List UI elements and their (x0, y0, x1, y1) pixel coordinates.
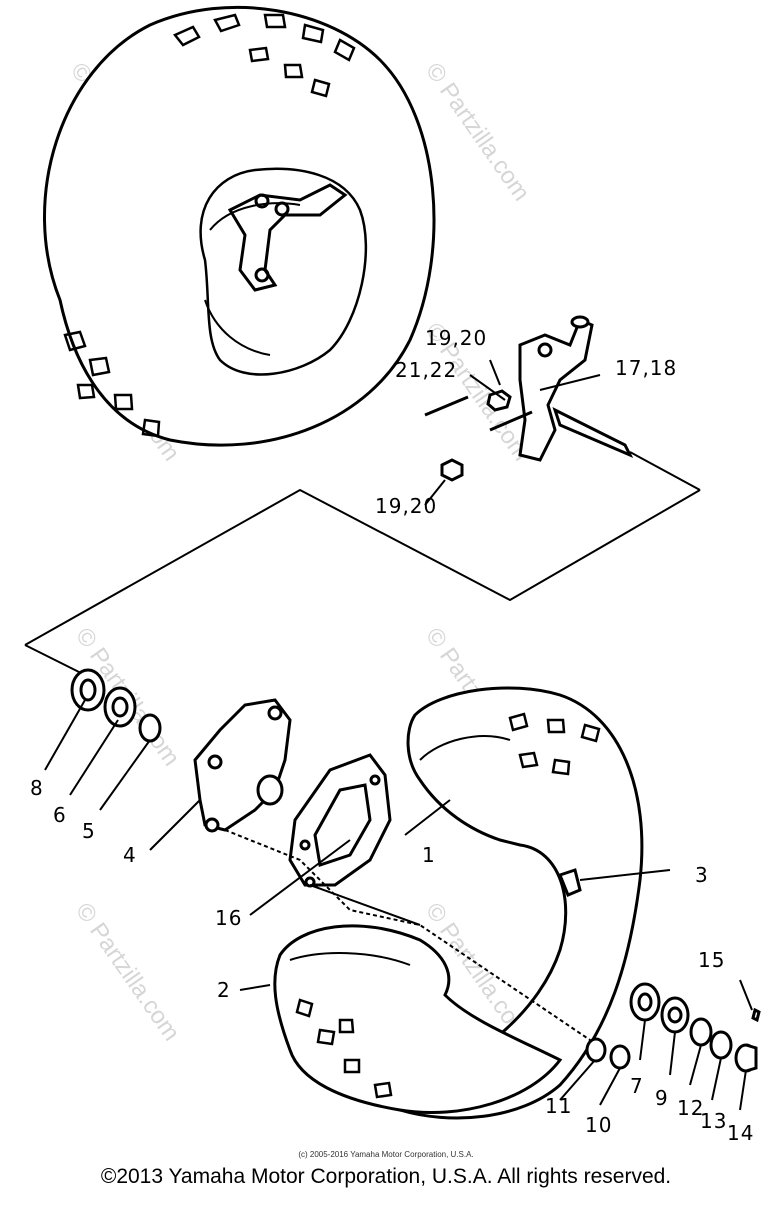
assembled-wheel (42, 5, 436, 447)
cotter-pins (424, 395, 533, 432)
rim-plate (288, 753, 392, 888)
callout-9: 9 (655, 1086, 669, 1110)
callout-1: 1 (422, 843, 436, 867)
valve-stem (558, 868, 582, 897)
steering-knuckle (518, 315, 634, 462)
callout-10: 10 (585, 1113, 612, 1137)
callout-15: 15 (698, 948, 725, 972)
callout-12: 12 (677, 1096, 704, 1120)
nut-10 (609, 1044, 631, 1070)
callout-11: 11 (545, 1094, 572, 1118)
callout-6: 6 (53, 803, 67, 827)
tire-outer-half (397, 686, 644, 1120)
callout-19-20-bottom: 19,20 (375, 494, 437, 518)
callout-3: 3 (695, 863, 709, 887)
copyright-notice: ©2013 Yamaha Motor Corporation, U.S.A. A… (100, 1165, 672, 1188)
seal-6 (103, 686, 137, 728)
callout-21-22: 21,22 (395, 358, 457, 382)
washer-11 (585, 1037, 607, 1063)
bearing-8 (70, 668, 106, 712)
leader-lines (44, 359, 753, 1111)
callout-14: 14 (727, 1121, 754, 1145)
callout-7: 7 (630, 1074, 644, 1098)
spacer-5 (138, 713, 162, 743)
washer-13 (709, 1030, 733, 1060)
spacer-12 (689, 1017, 713, 1047)
nut (440, 389, 512, 482)
callout-17-18: 17,18 (615, 356, 677, 380)
callouts: 19,20 21,22 17,18 19,20 8 6 5 4 16 1 3 2… (30, 326, 754, 1145)
hub-bracket (227, 183, 348, 292)
callout-5: 5 (82, 819, 96, 843)
tread-lugs (63, 13, 356, 438)
callout-8: 8 (30, 776, 44, 800)
watermark: © Partzilla.com (420, 58, 535, 206)
copyright-small: (c) 2005-2016 Yamaha Motor Corporation, … (298, 1150, 474, 1159)
callout-19-20-top: 19,20 (425, 326, 487, 350)
callout-4: 4 (123, 843, 137, 867)
tread-lugs-exploded (295, 712, 601, 1099)
pin-15 (751, 1007, 761, 1023)
callout-13: 13 (700, 1109, 727, 1133)
wheel-hub (193, 698, 292, 833)
assembly-outline (24, 451, 701, 681)
callout-2: 2 (217, 978, 231, 1002)
callout-16: 16 (215, 906, 242, 930)
watermark: © Partzilla.com (70, 898, 185, 1046)
